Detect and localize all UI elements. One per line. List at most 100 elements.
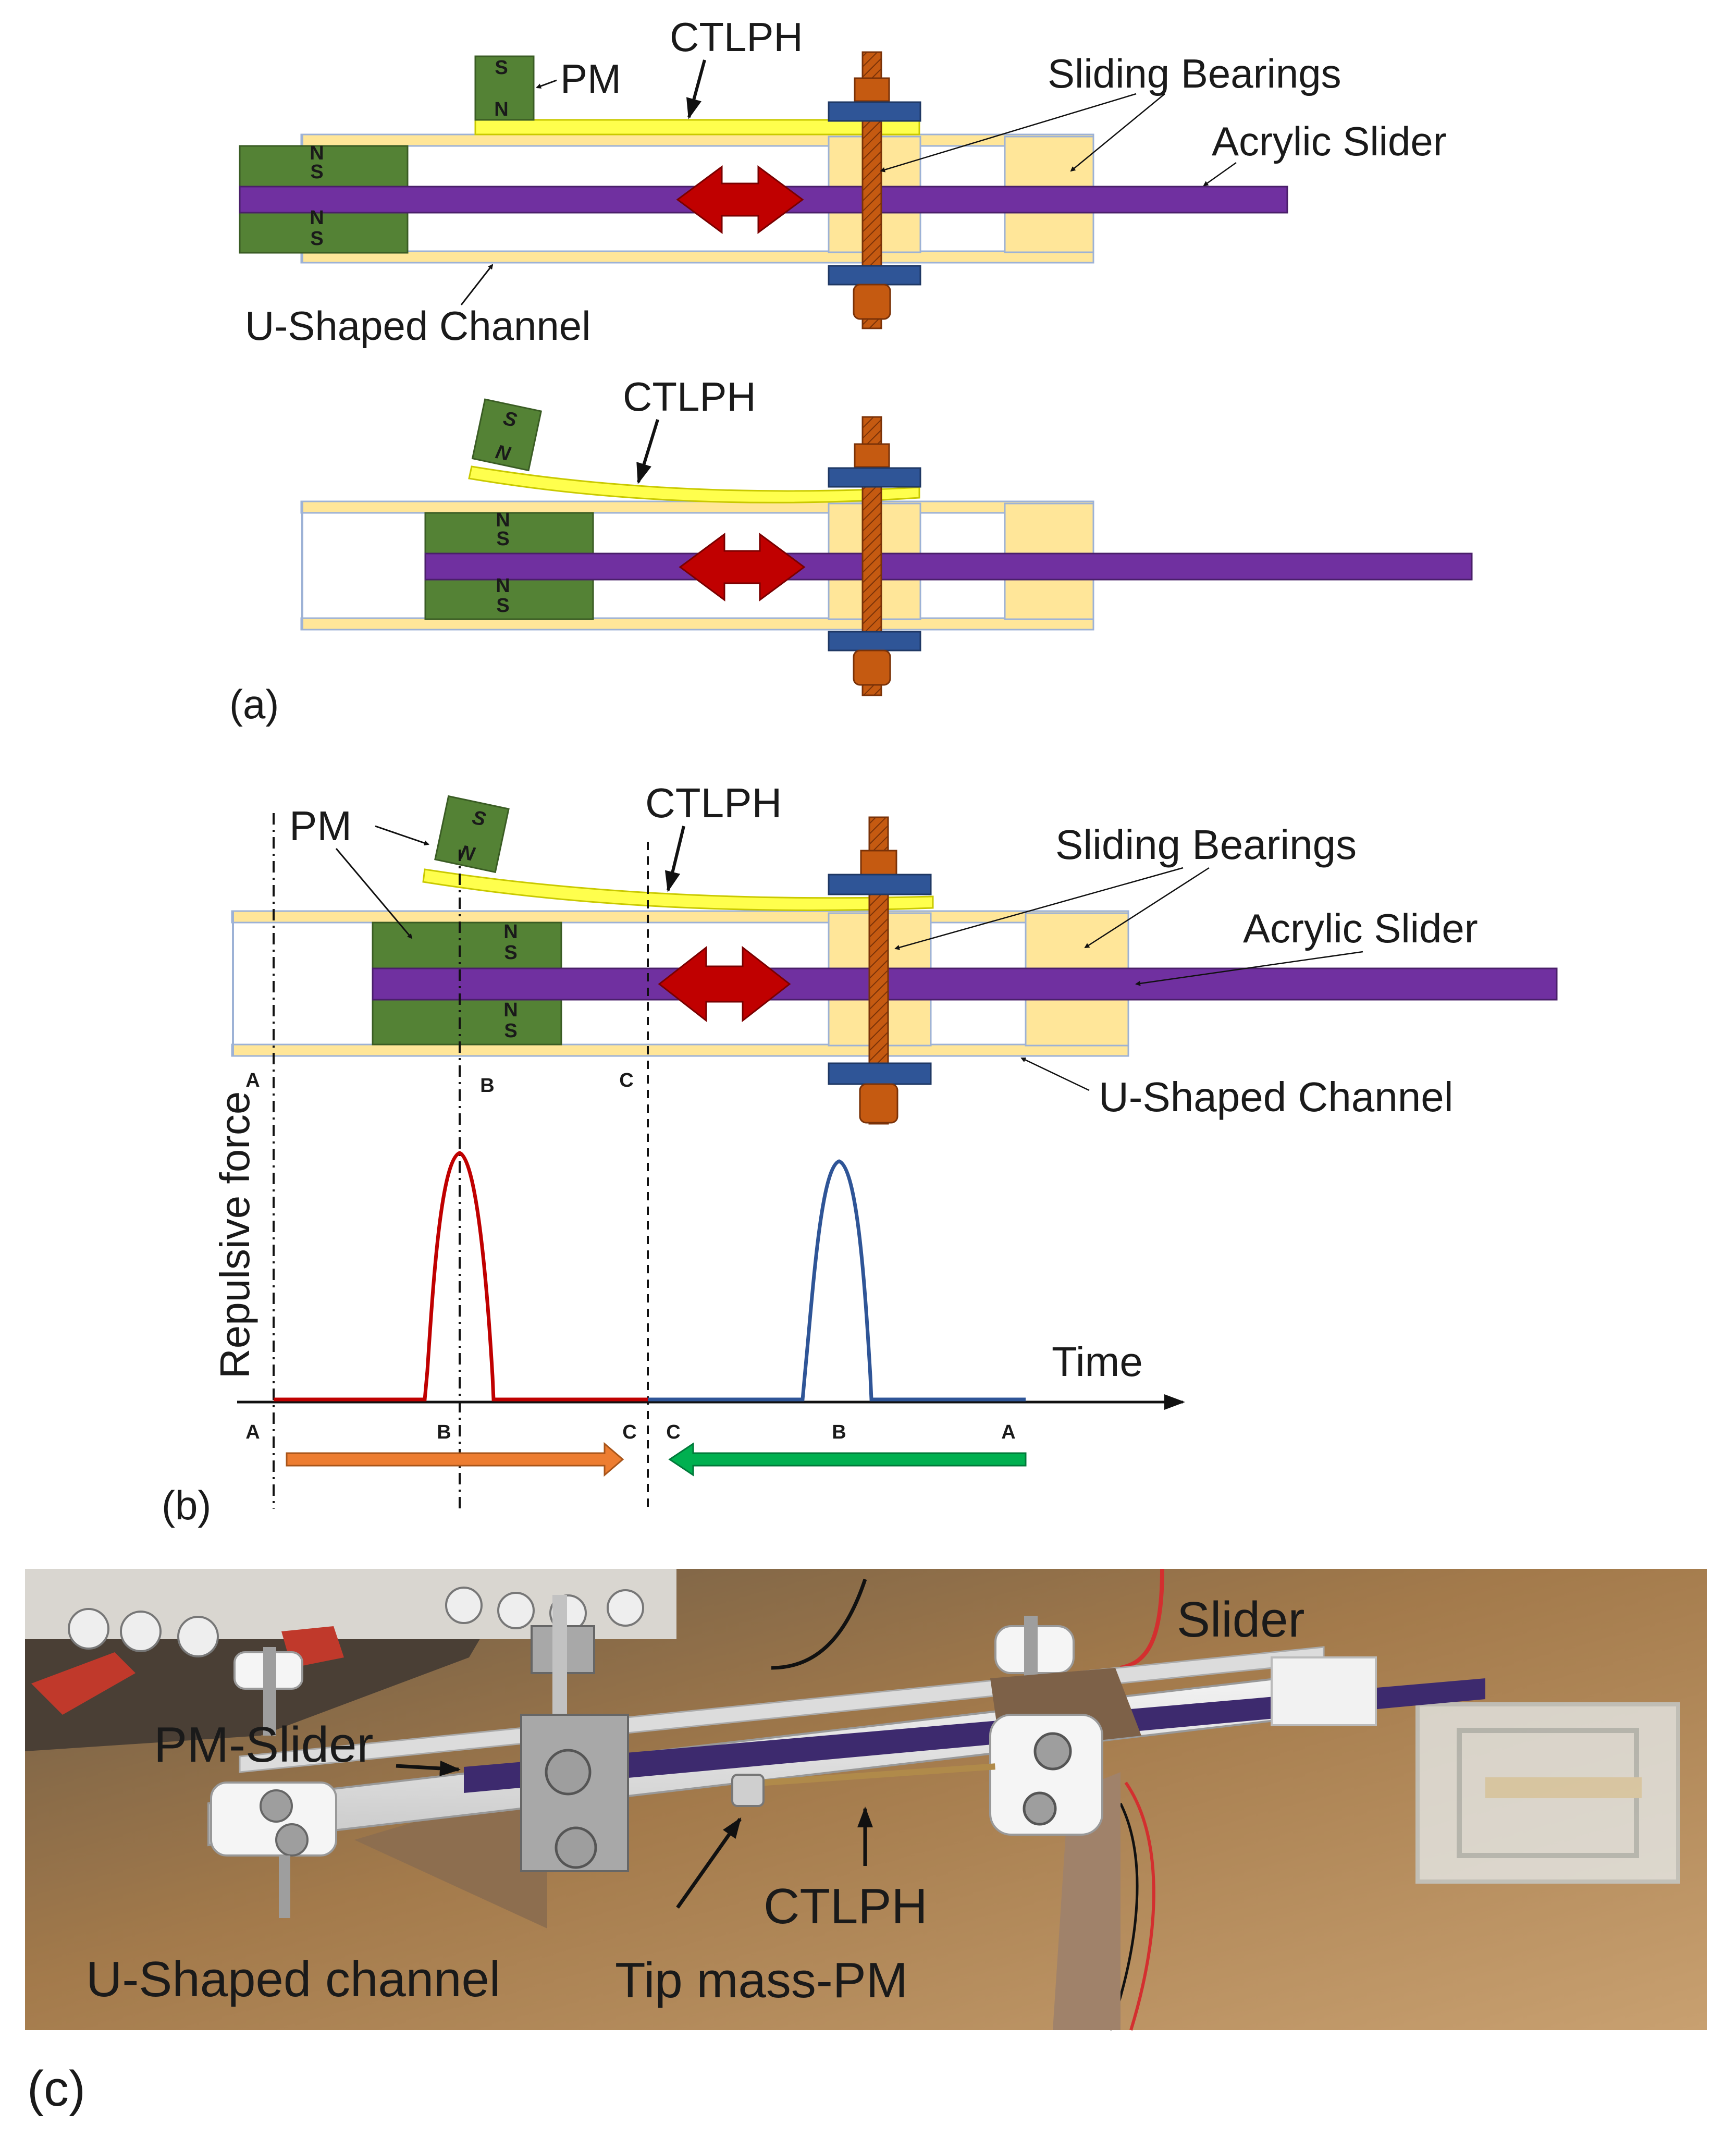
acrylic-clamp bbox=[1415, 1702, 1680, 1884]
washer-bottom bbox=[828, 631, 921, 652]
tip-mass-label: Tip mass-PM bbox=[615, 1952, 908, 2008]
channel-end-wall bbox=[232, 911, 234, 1056]
wire-black-2 bbox=[1109, 1802, 1139, 2031]
pole-n-label: N bbox=[496, 509, 510, 531]
motion-double-arrow bbox=[658, 945, 791, 1023]
panel-c-photo: Slider PM-Slider CTLPH U-Shaped channel … bbox=[25, 1568, 1707, 2117]
u-channel-label: U-Shaped channel bbox=[86, 1951, 500, 2007]
acrylic-slider bbox=[372, 967, 1558, 1001]
pole-n-label: N bbox=[503, 921, 518, 943]
photo-ctlph-beam bbox=[745, 1763, 995, 1787]
ctlph-label: CTLPH bbox=[623, 374, 756, 420]
point-a-label: A bbox=[245, 1070, 260, 1091]
slider-magnet-bottom bbox=[372, 999, 562, 1046]
sliding-bearings-label: Sliding Bearings bbox=[1055, 821, 1357, 868]
ctlph-beam bbox=[474, 119, 920, 136]
point-b-label: B bbox=[437, 1421, 451, 1443]
pm-leader-1 bbox=[375, 825, 429, 846]
bearing-leader-2 bbox=[1084, 867, 1210, 949]
bearing-leader-1 bbox=[880, 93, 1137, 173]
photo-slider bbox=[464, 1678, 1485, 1793]
pole-s-label: S bbox=[504, 1020, 517, 1042]
right-bracket bbox=[989, 1616, 1141, 1836]
u-channel-label: U-Shaped Channel bbox=[245, 303, 590, 349]
panel-b-label: (b) bbox=[162, 1482, 211, 1528]
fixed-magnet-bottom bbox=[239, 210, 409, 254]
tip-magnet-tilted bbox=[471, 398, 543, 472]
ctlph-leader bbox=[636, 419, 659, 484]
middle-bracket bbox=[520, 1595, 629, 1872]
nut-top bbox=[854, 77, 890, 102]
channel-leader bbox=[1020, 1057, 1090, 1091]
pole-s-label: S bbox=[310, 161, 323, 183]
forward-arrow bbox=[286, 1442, 624, 1477]
slider-magnet-top bbox=[372, 921, 562, 969]
acrylic-slider-label: Acrylic Slider bbox=[1212, 118, 1447, 164]
ctlph-leader bbox=[664, 826, 685, 892]
pole-n-label: N bbox=[503, 999, 518, 1021]
motion-double-arrow bbox=[679, 533, 806, 601]
channel-bottom-wall bbox=[231, 1043, 1129, 1057]
point-c-label: C bbox=[619, 1070, 633, 1091]
channel-top-wall bbox=[300, 133, 1094, 147]
point-b-label: B bbox=[480, 1075, 494, 1097]
wood-support bbox=[354, 1783, 547, 1928]
panel-a-bottom: N S N S S N CTLPH (a) bbox=[229, 374, 1473, 727]
point-c-label: C bbox=[622, 1421, 636, 1443]
pole-n-label: N bbox=[494, 99, 508, 120]
nut-top bbox=[860, 850, 897, 876]
pole-s-label: S bbox=[504, 942, 517, 964]
tip-magnet-tilted bbox=[434, 795, 510, 874]
wood-support-right bbox=[1053, 1772, 1121, 2030]
pole-s-label: S bbox=[310, 228, 323, 250]
pole-s-label: S bbox=[496, 595, 509, 617]
bearing-leader-1 bbox=[894, 867, 1184, 950]
wire-red-2 bbox=[1124, 1781, 1155, 2031]
acrylic-slider-label: Acrylic Slider bbox=[1243, 905, 1478, 951]
channel-bottom-wall bbox=[300, 250, 1094, 264]
slider-label: Slider bbox=[1177, 1592, 1304, 1648]
slider-magnet-bottom bbox=[424, 577, 594, 620]
slider-leader bbox=[1135, 951, 1363, 986]
pm-slider-label: PM-Slider bbox=[154, 1717, 373, 1773]
ctlph-label: CTLPH bbox=[670, 14, 803, 60]
ctlph-beam-bent bbox=[422, 868, 934, 911]
bolt-head bbox=[853, 649, 891, 686]
fixed-magnet-top bbox=[239, 145, 409, 189]
point-a-label: A bbox=[1001, 1421, 1015, 1443]
tip-magnet bbox=[474, 55, 535, 121]
sliding-bearings-label: Sliding Bearings bbox=[1048, 51, 1341, 96]
wire-red bbox=[1120, 1568, 1164, 1670]
washer-bottom bbox=[828, 265, 921, 286]
bearing-leader-2 bbox=[1070, 93, 1165, 172]
force-graph: Repulsive force Time A B C C B A (b) bbox=[162, 1091, 1185, 1528]
channel-leader bbox=[460, 264, 494, 305]
pm-label: PM bbox=[289, 803, 352, 849]
pulse-backward bbox=[648, 1159, 1026, 1402]
channel-top-wall bbox=[300, 500, 1094, 514]
ctlph-leader bbox=[686, 59, 706, 119]
pole-s-label: S bbox=[495, 57, 508, 79]
slider-magnet-top bbox=[424, 512, 594, 556]
channel-end-wall bbox=[301, 501, 303, 630]
y-axis-label: Repulsive force bbox=[212, 1091, 258, 1379]
pole-n-label: N bbox=[310, 142, 324, 164]
backward-arrow bbox=[668, 1442, 1027, 1477]
ctlph-label: CTLPH bbox=[764, 1878, 928, 1934]
pole-n-label: N bbox=[496, 575, 510, 597]
panel-a-top: N S N S S N PM CTLPH Sliding Bearings Ac… bbox=[239, 14, 1447, 349]
photo-tip-mass bbox=[731, 1774, 765, 1807]
left-bracket bbox=[210, 1647, 337, 1918]
wire-black bbox=[771, 1578, 867, 1670]
u-channel-label: U-Shaped Channel bbox=[1099, 1074, 1453, 1120]
motion-double-arrow bbox=[676, 165, 804, 234]
bolt-head bbox=[859, 1083, 898, 1124]
washer-bottom bbox=[828, 1062, 932, 1085]
washer-top bbox=[828, 101, 921, 122]
binding-posts bbox=[31, 1587, 644, 1715]
washer-top bbox=[828, 874, 932, 895]
tip-mass-arrow bbox=[676, 1817, 742, 1909]
panel-c-label: (c) bbox=[27, 2061, 85, 2117]
ctlph-beam-bent bbox=[468, 465, 920, 503]
